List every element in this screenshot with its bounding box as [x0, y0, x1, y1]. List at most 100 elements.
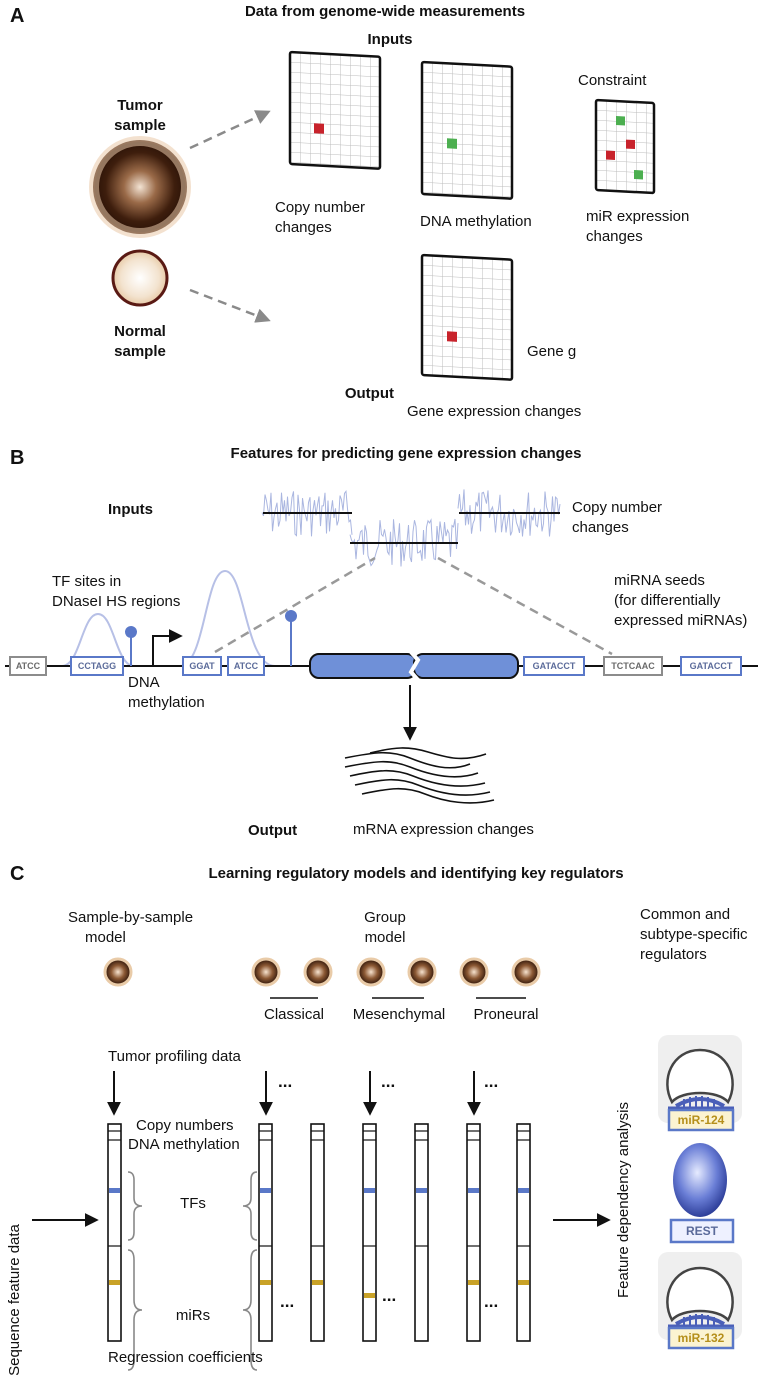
gene-g-label: Gene g: [527, 343, 576, 360]
group-model-label-line2: model: [365, 929, 406, 946]
mir-red-cell: [626, 139, 635, 150]
sbs-model-label-line2: model: [85, 929, 126, 946]
panel-a-title: Data from genome-wide measurements: [245, 3, 525, 20]
dna-methylation-c-label: DNA methylation: [128, 1136, 240, 1153]
sample-icon: [407, 957, 437, 987]
mirs-label: miRs: [176, 1307, 210, 1324]
tfs-label: TFs: [180, 1195, 206, 1212]
dnase-peak: [61, 612, 135, 667]
panel-a-output-label: Output: [345, 385, 394, 402]
normal-label: Normal: [114, 323, 166, 340]
sequence-feature-label: Sequence feature data: [6, 1223, 23, 1375]
tf-coefficient-mark: [109, 1188, 120, 1193]
mir124-regulator-icon: [658, 1035, 742, 1123]
seq-box-gatacct-2: GATACCT: [680, 656, 742, 676]
constraint-label: Constraint: [578, 72, 647, 89]
copy-number-label-line2: changes: [275, 219, 332, 236]
mir-red-cell: [606, 150, 615, 160]
signal-trace: [261, 489, 353, 537]
regulators-label-line3: regulators: [640, 946, 707, 963]
normal-arrow: [189, 288, 271, 323]
projection-line-right: [437, 556, 613, 656]
mirna-seeds-label-line3: expressed miRNAs): [614, 612, 747, 629]
coefficient-column: [466, 1123, 481, 1342]
mirna-seeds-label-line2: (for differentially: [614, 592, 721, 609]
matrix-red-cell: [314, 123, 324, 134]
coefficient-column: [310, 1123, 325, 1342]
sbs-model-label: Sample-by-sample: [68, 909, 193, 926]
mir132-regulator-icon: [658, 1252, 742, 1340]
tumor-profiling-label: Tumor profiling data: [108, 1048, 241, 1065]
tf-coefficient-mark: [416, 1188, 427, 1193]
mrna-expression-label: mRNA expression changes: [353, 821, 534, 838]
methylation-label: DNA methylation: [420, 213, 532, 230]
coefficient-columns: [107, 1123, 531, 1342]
mir-coefficient-mark: [364, 1293, 375, 1298]
gene-expression-label: Gene expression changes: [407, 403, 581, 420]
panel-a-letter: A: [10, 5, 24, 27]
mir-coefficient-mark: [260, 1280, 271, 1285]
tumor-sample-ring: [89, 136, 191, 238]
seq-box-atcc-2: ATCC: [227, 656, 265, 676]
mir-expression-label: miR expression: [586, 208, 689, 225]
mrna-waves-icon: [344, 747, 495, 804]
ellipsis: ...: [382, 1286, 396, 1305]
tf-coefficient-mark: [518, 1188, 529, 1193]
regulators-label-line2: subtype-specific: [640, 926, 748, 943]
coefficient-column: [107, 1123, 122, 1342]
coefficient-column: [258, 1123, 273, 1342]
seq-text: GGAT: [189, 661, 215, 671]
methylation-matrix: [420, 60, 514, 200]
panel-b-title: Features for predicting gene expression …: [231, 445, 582, 462]
mir-green-cell: [616, 116, 625, 126]
copy-number-label: Copy number: [275, 199, 365, 216]
rest-badge: [669, 1218, 735, 1244]
mirna-seeds-label: miRNA seeds: [614, 572, 705, 589]
mir124-badge: [667, 1108, 735, 1132]
dna-methylation-label: DNA: [128, 674, 160, 691]
tumor-label-line2: sample: [114, 117, 166, 134]
mesenchymal-label: Mesenchymal: [353, 1006, 446, 1023]
dna-methylation-label-line2: methylation: [128, 694, 205, 711]
seq-text: TCTCAAC: [611, 661, 655, 671]
panel-b-letter: B: [10, 447, 24, 469]
panel-c-letter: C: [10, 863, 24, 885]
ellipsis: ...: [484, 1292, 498, 1311]
ellipsis: ...: [381, 1072, 395, 1091]
rest-protein-icon: [673, 1143, 727, 1217]
tf-sites-label-line2: DNaseI HS regions: [52, 593, 180, 610]
seq-box-tctcaac: TCTCAAC: [603, 656, 663, 676]
tf-brace: [127, 1171, 143, 1241]
mir132-label: miR-132: [678, 1331, 725, 1345]
copy-number-signal: [261, 489, 561, 567]
tf-brace-right: [242, 1171, 258, 1241]
sample-icons: [103, 957, 541, 987]
tumor-arrow: [189, 110, 271, 150]
matrix-green-cell: [447, 138, 457, 149]
sample-icon: [511, 957, 541, 987]
tss-arrow-icon: [152, 629, 183, 666]
group-model-label: Group: [364, 909, 406, 926]
seq-box-cctagg: CCTAGG: [70, 656, 124, 676]
mir-brace: [127, 1249, 143, 1371]
tf-coefficient-mark: [364, 1188, 375, 1193]
mir132-badge: [667, 1326, 735, 1350]
coefficient-column: [362, 1123, 377, 1342]
feature-dependency-label: Feature dependency analysis: [615, 1102, 632, 1298]
seq-text: ATCC: [16, 661, 41, 671]
seq-box-ggat: GGAT: [182, 656, 222, 676]
panel-a-inputs-label: Inputs: [368, 31, 413, 48]
sample-icon: [356, 957, 386, 987]
panel-b-inputs-label: Inputs: [108, 501, 153, 518]
gene-body-right: [413, 653, 519, 679]
projection-line-left: [214, 556, 376, 654]
ellipsis: ...: [280, 1292, 294, 1311]
panel-c-title: Learning regulatory models and identifyi…: [208, 865, 623, 882]
methylation-mark-icon: [285, 610, 297, 622]
seq-box-gatacct-1: GATACCT: [523, 656, 585, 676]
sample-icon: [303, 957, 333, 987]
mir-coefficient-mark: [518, 1280, 529, 1285]
mir-coefficient-mark: [109, 1280, 120, 1285]
seq-box-atcc-1: ATCC: [9, 656, 47, 676]
